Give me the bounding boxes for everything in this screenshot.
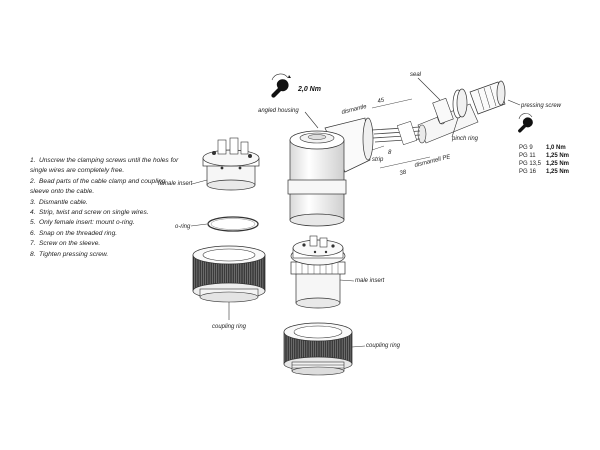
instruction-step: 6.Snap on the threaded ring. (30, 229, 118, 237)
o-ring (207, 216, 259, 232)
torque-size: PG 11 (519, 153, 536, 159)
female-insert (202, 137, 260, 191)
instruction-step: 5.Only female insert: mount o-ring. (30, 219, 135, 227)
torque-value: 1,25 Nm (546, 161, 569, 167)
male-insert (290, 235, 346, 309)
coupling-ring-right-label: coupling ring (366, 343, 401, 349)
pressing-screw (469, 80, 506, 115)
dismantle-label: dismantle (341, 104, 368, 116)
male-insert-label: male insert (355, 278, 385, 284)
angled-housing-label: angled housing (258, 108, 299, 114)
wrench-icon-table (518, 113, 533, 133)
torque-housing-label: 2,0 Nm (297, 86, 321, 93)
coupling-ring-right (283, 322, 353, 376)
dim-38-label: 38 (399, 169, 408, 177)
pinch-ring (452, 88, 468, 119)
o-ring-label: o-ring (175, 224, 191, 230)
torque-size: PG 9 (519, 145, 533, 151)
instruction-step: 2.Bead parts of the cable clamp and coup… (30, 177, 166, 196)
strip-label: strip (372, 157, 384, 163)
torque-table: PG 9 1,0 Nm PG 11 1,25 Nm PG 13,5 1,25 N… (519, 145, 569, 175)
torque-value: 1,25 Nm (546, 169, 569, 175)
dim-8-label: 8 (388, 150, 392, 156)
instruction-step: 8.Tighten pressing screw. (30, 250, 109, 258)
instruction-step: 1.Unscrew the clamping screws until the … (30, 157, 179, 175)
pinch-ring-label: pinch ring (451, 136, 479, 142)
assembly-instructions: 1.Unscrew the clamping screws until the … (30, 156, 180, 260)
angled-housing (287, 117, 374, 227)
torque-size: PG 13,5 (519, 161, 542, 167)
dismantle-pe-label: dismantell PE (414, 154, 452, 169)
instruction-step: 4.Strip, twist and screw on single wires… (30, 209, 149, 217)
pressing-screw-label: pressing screw (520, 103, 562, 109)
torque-size: PG 16 (519, 169, 537, 175)
coupling-ring-left-label: coupling ring (212, 324, 247, 330)
female-insert-label: female insert (158, 181, 193, 187)
seal (432, 97, 454, 125)
torque-value: 1,0 Nm (546, 145, 566, 151)
wrench-icon-top (271, 73, 291, 98)
coupling-ring-left (192, 245, 266, 303)
instruction-step: 3.Dismantle cable. (30, 198, 88, 206)
seal-label: seal (410, 72, 422, 78)
instruction-step: 7.Screw on the sleeve. (30, 240, 101, 248)
dim-45-label: 45 (377, 97, 386, 105)
torque-value: 1,25 Nm (546, 153, 569, 159)
